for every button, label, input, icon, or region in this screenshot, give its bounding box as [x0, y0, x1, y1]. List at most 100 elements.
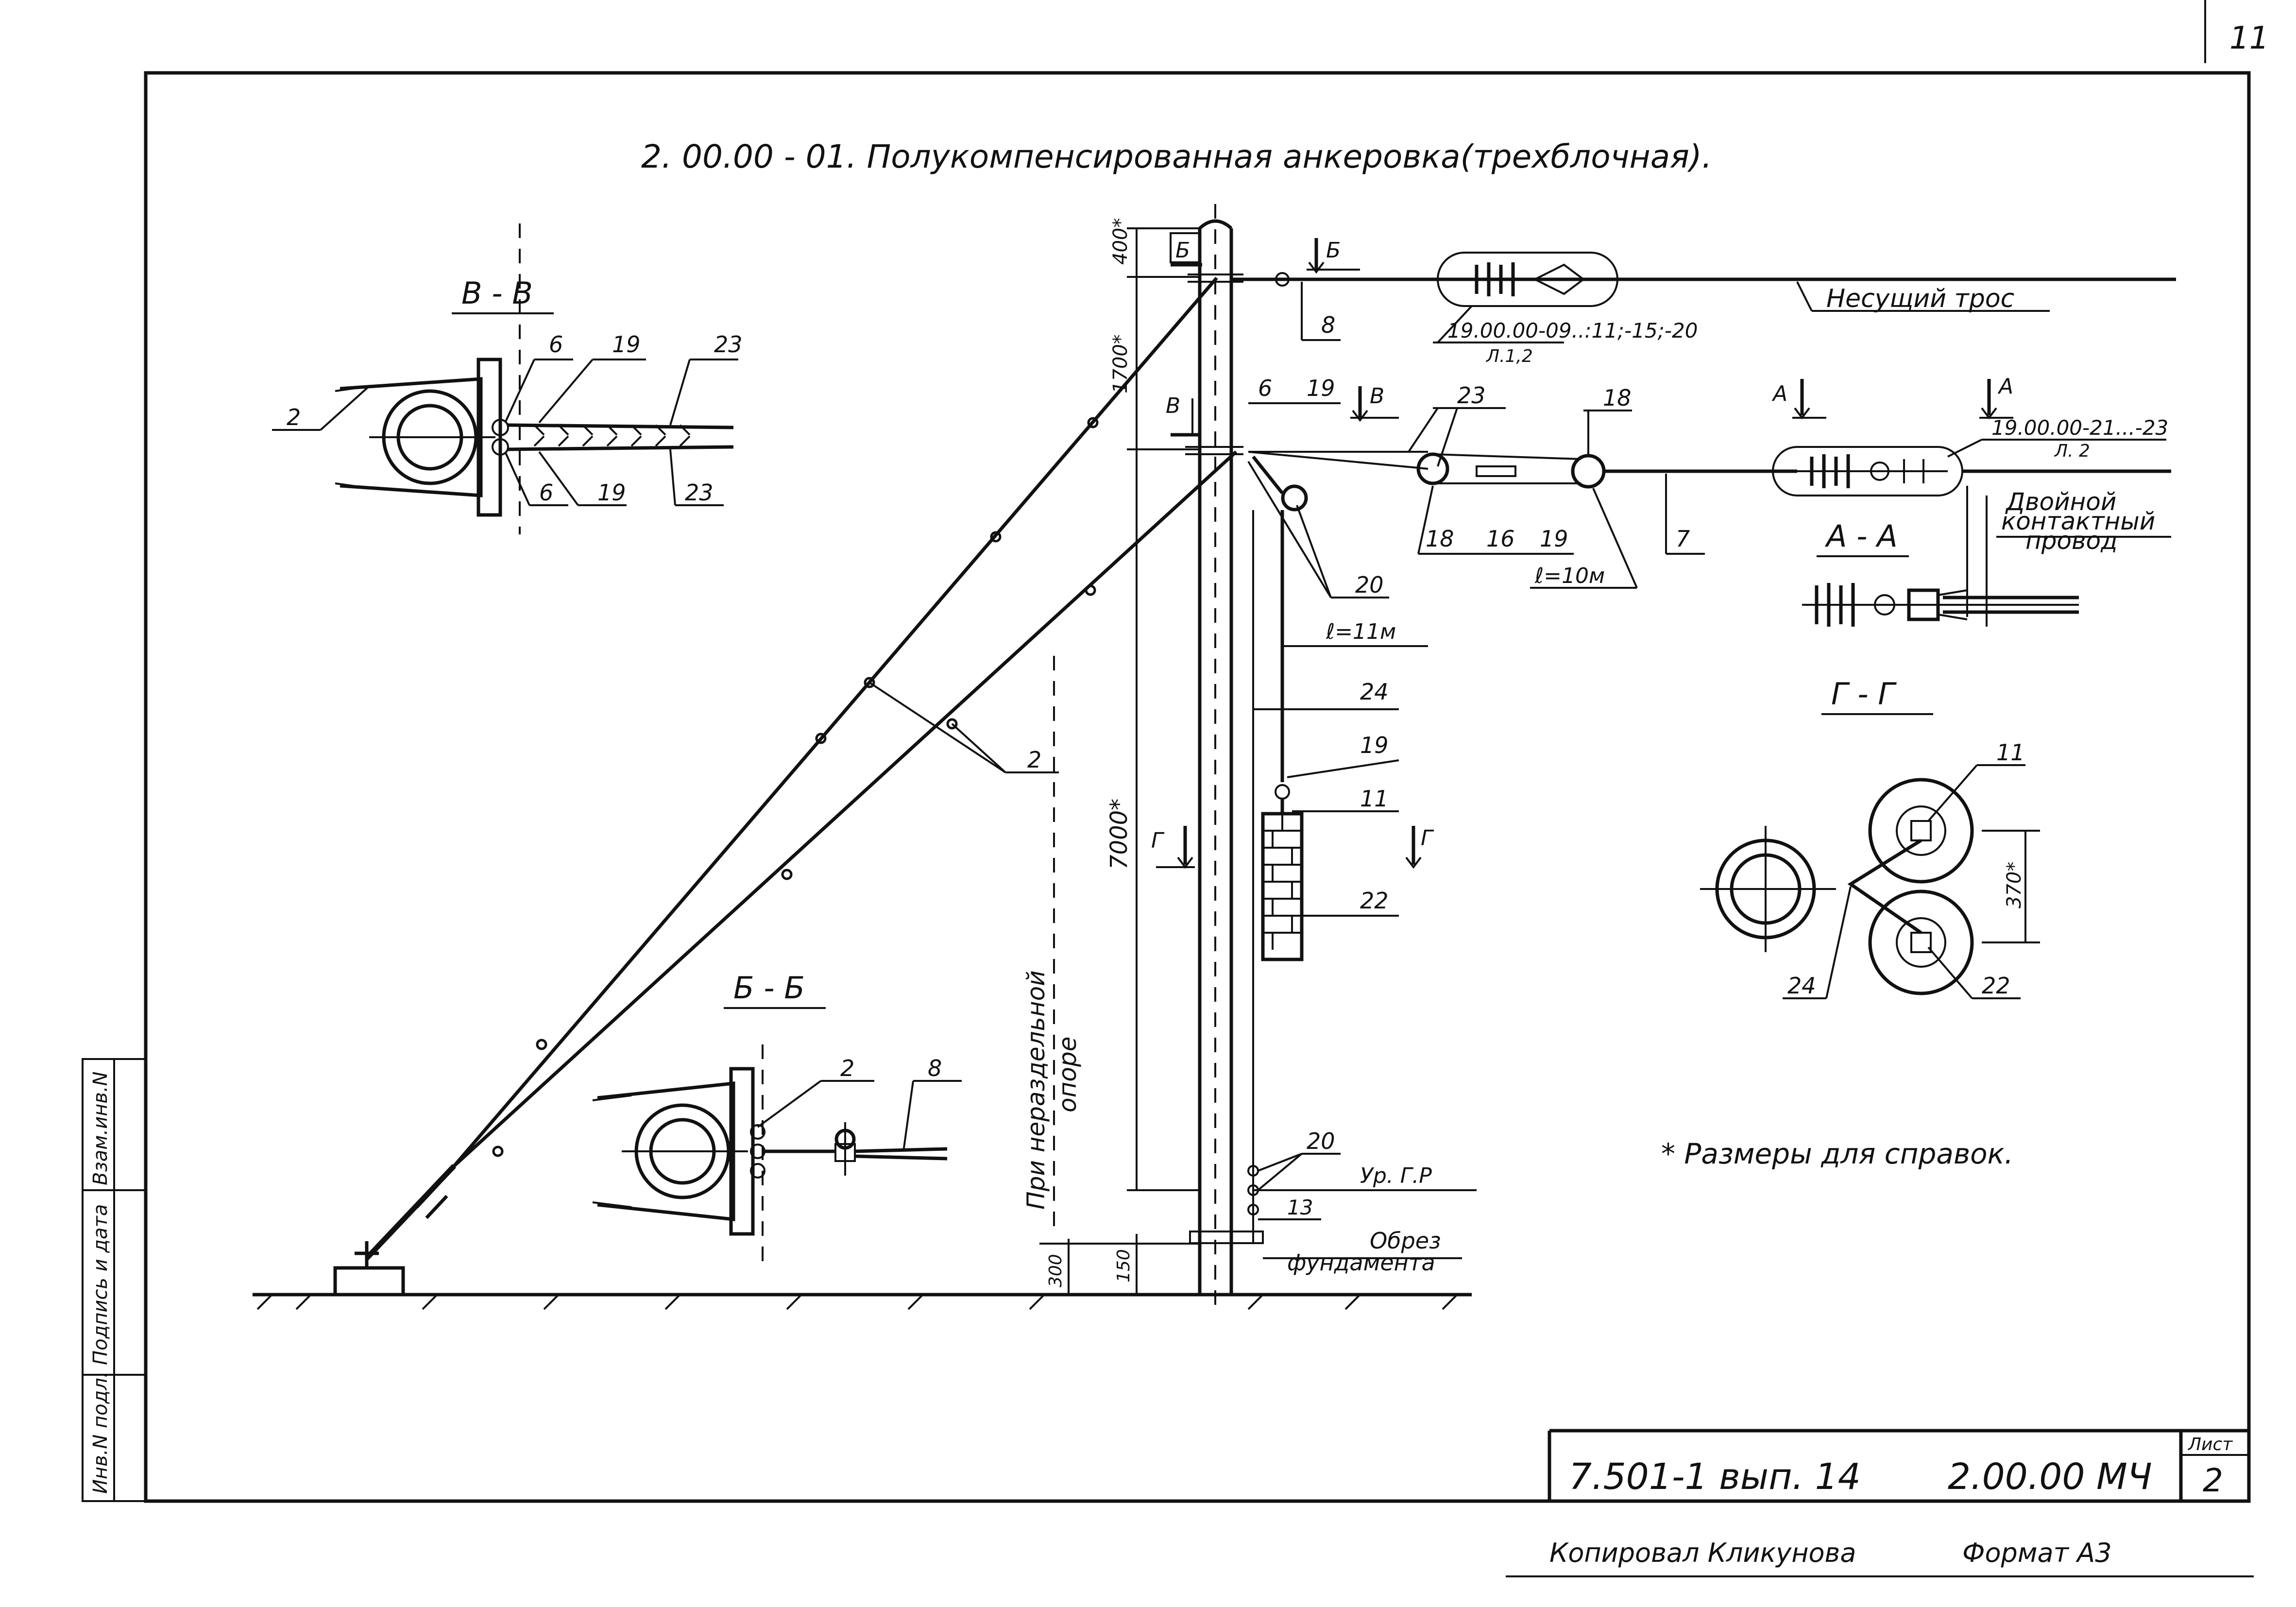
pulley-assembly	[1248, 451, 1797, 512]
callout-2-guy: 2	[1027, 747, 1041, 773]
section-gg-view	[1700, 778, 2040, 995]
title-block-sheet-number: 2	[2203, 1462, 2223, 1499]
svg-text:Г: Г	[1421, 826, 1434, 851]
title-block-code: 7.501-1 вып. 14	[1569, 1456, 1861, 1498]
label-contact-wire-3: провод	[2025, 527, 2118, 555]
callout-18-left: 18	[1426, 526, 1454, 552]
section-vv-view	[335, 358, 734, 517]
callout-13: 13	[1287, 1196, 1313, 1219]
dim-300: 300	[1046, 1254, 1066, 1287]
callout-19-weight: 19	[1360, 732, 1389, 758]
label-ground-level: Ур. Г.Р	[1360, 1163, 1432, 1188]
label-foundation-cut-1: Обрез	[1370, 1228, 1441, 1254]
cut-mark-g-right: Г	[1405, 826, 1434, 869]
drawing-frame	[144, 71, 2251, 1503]
guy-wire-upper	[453, 276, 1218, 1167]
callout-24-gg: 24	[1787, 973, 1816, 999]
mast	[1185, 204, 1264, 1307]
cut-mark-a-left: А	[1771, 379, 1826, 420]
dim-7000: 7000*	[1105, 799, 1133, 870]
svg-text:В: В	[1370, 384, 1384, 409]
callout-19-mid: 19	[1540, 526, 1568, 552]
label-carrier-cable: Несущий трос	[1826, 284, 2014, 313]
title-block	[1548, 1429, 2249, 1501]
callout-18-right: 18	[1603, 385, 1632, 411]
reference-note: * Размеры для справок.	[1661, 1137, 2013, 1170]
callout-24-main: 24	[1360, 679, 1389, 705]
ref-insulator-lower-sheet: Л. 2	[2054, 441, 2090, 461]
callout-22-weight: 22	[1360, 888, 1389, 914]
callout-2-vv: 2	[287, 404, 301, 430]
vertical-dimension-chain: 400* 1700* 7000* 300 150	[1039, 218, 1200, 1296]
callout-19-vv-bottom: 19	[597, 479, 626, 506]
insulator-string-lower	[1772, 446, 1963, 496]
ground-line	[253, 1293, 1472, 1310]
ref-insulator-upper: 19.00.00-09..:11;-15;-20	[1447, 319, 1698, 342]
section-title-vv: В - В	[461, 275, 533, 311]
svg-text:А: А	[1997, 374, 2013, 399]
callout-20-lower: 20	[1307, 1128, 1335, 1154]
guy-wire-lower	[453, 450, 1238, 1167]
callout-8-bb: 8	[928, 1055, 942, 1081]
cut-mark-a-right: А	[1979, 374, 2013, 420]
title-block-sheet-label: Лист	[2187, 1435, 2233, 1454]
callout-22-gg: 22	[1982, 973, 2010, 999]
section-bb-view	[592, 1067, 948, 1236]
left-approval-strip: Взам.инв.N Подпись и дата Инв.N подл.	[82, 1058, 147, 1502]
strip-field-signature: Подпись и дата	[89, 1204, 112, 1365]
section-aa-view	[1802, 583, 2079, 627]
callout-11-gg: 11	[1996, 739, 2025, 766]
svg-text:А: А	[1771, 381, 1787, 406]
cut-mark-b-left: Б	[1170, 232, 1202, 267]
callout-23-main: 23	[1457, 382, 1486, 409]
label-contact-wire-1: Двойной	[2005, 488, 2116, 516]
cut-mark-b-right: Б	[1307, 238, 1360, 274]
callout-8-top: 8	[1321, 312, 1335, 338]
footer-copied-by: Копировал Кликунова	[1549, 1538, 1856, 1568]
callout-20-upper: 20	[1355, 572, 1384, 598]
callout-6-vv-bottom: 6	[539, 479, 553, 506]
footer-format: Формат А3	[1962, 1538, 2112, 1568]
section-title-bb: Б - Б	[733, 970, 805, 1006]
label-foundation-cut-2: фундамента	[1287, 1249, 1435, 1276]
label-len-11: ℓ=11м	[1326, 619, 1396, 644]
guy-anchor	[333, 1164, 456, 1297]
callout-2-bb: 2	[840, 1055, 854, 1081]
callout-19-vv-top: 19	[612, 331, 641, 358]
svg-text:Б: Б	[1326, 238, 1341, 263]
guy-wire-clamps	[492, 417, 1099, 1157]
callout-23-vv-top: 23	[714, 331, 743, 358]
drawing-title: 2. 00.00 - 01. Полукомпенсированная анке…	[641, 138, 1712, 175]
callout-6-main: 6	[1258, 375, 1272, 401]
label-contact-wire-2: контактный	[2001, 507, 2155, 535]
title-block-designation: 2.00.00 МЧ	[1948, 1456, 2152, 1498]
svg-text:В: В	[1166, 393, 1180, 418]
svg-text:Б: Б	[1175, 238, 1190, 263]
side-note-line2: опоре	[1054, 1037, 1082, 1112]
callout-19-main: 19	[1307, 375, 1335, 401]
svg-text:Г: Г	[1151, 828, 1165, 853]
dim-150: 150	[1114, 1249, 1134, 1282]
callout-11-weight: 11	[1360, 786, 1389, 812]
callout-16: 16	[1486, 526, 1515, 552]
strip-field-vzam: Взам.инв.N	[89, 1072, 112, 1185]
callout-23-vv-bottom: 23	[685, 479, 714, 506]
cut-mark-v-left: В	[1166, 393, 1200, 437]
label-len-10: ℓ=10м	[1534, 564, 1605, 588]
dim-370: 370*	[2003, 862, 2025, 908]
callout-6-vv-top: 6	[549, 331, 563, 358]
dim-1700: 1700*	[1109, 334, 1132, 393]
section-title-aa: А - А	[1824, 518, 1898, 554]
ref-insulator-lower: 19.00.00-21...-23	[1991, 416, 2168, 440]
cut-mark-v-right: В	[1350, 384, 1399, 422]
callout-7: 7	[1676, 526, 1690, 552]
ref-insulator-upper-sheet: Л.1,2	[1485, 346, 1533, 366]
weight-assembly	[1247, 510, 1304, 1244]
page-corner-number: 11	[2229, 20, 2269, 56]
strip-field-inv: Инв.N подл.	[89, 1371, 112, 1494]
section-title-gg: Г - Г	[1831, 676, 1897, 712]
cut-mark-g-left: Г	[1151, 826, 1195, 869]
dim-400: 400*	[1109, 218, 1132, 265]
insulator-string-upper	[1437, 252, 1618, 307]
